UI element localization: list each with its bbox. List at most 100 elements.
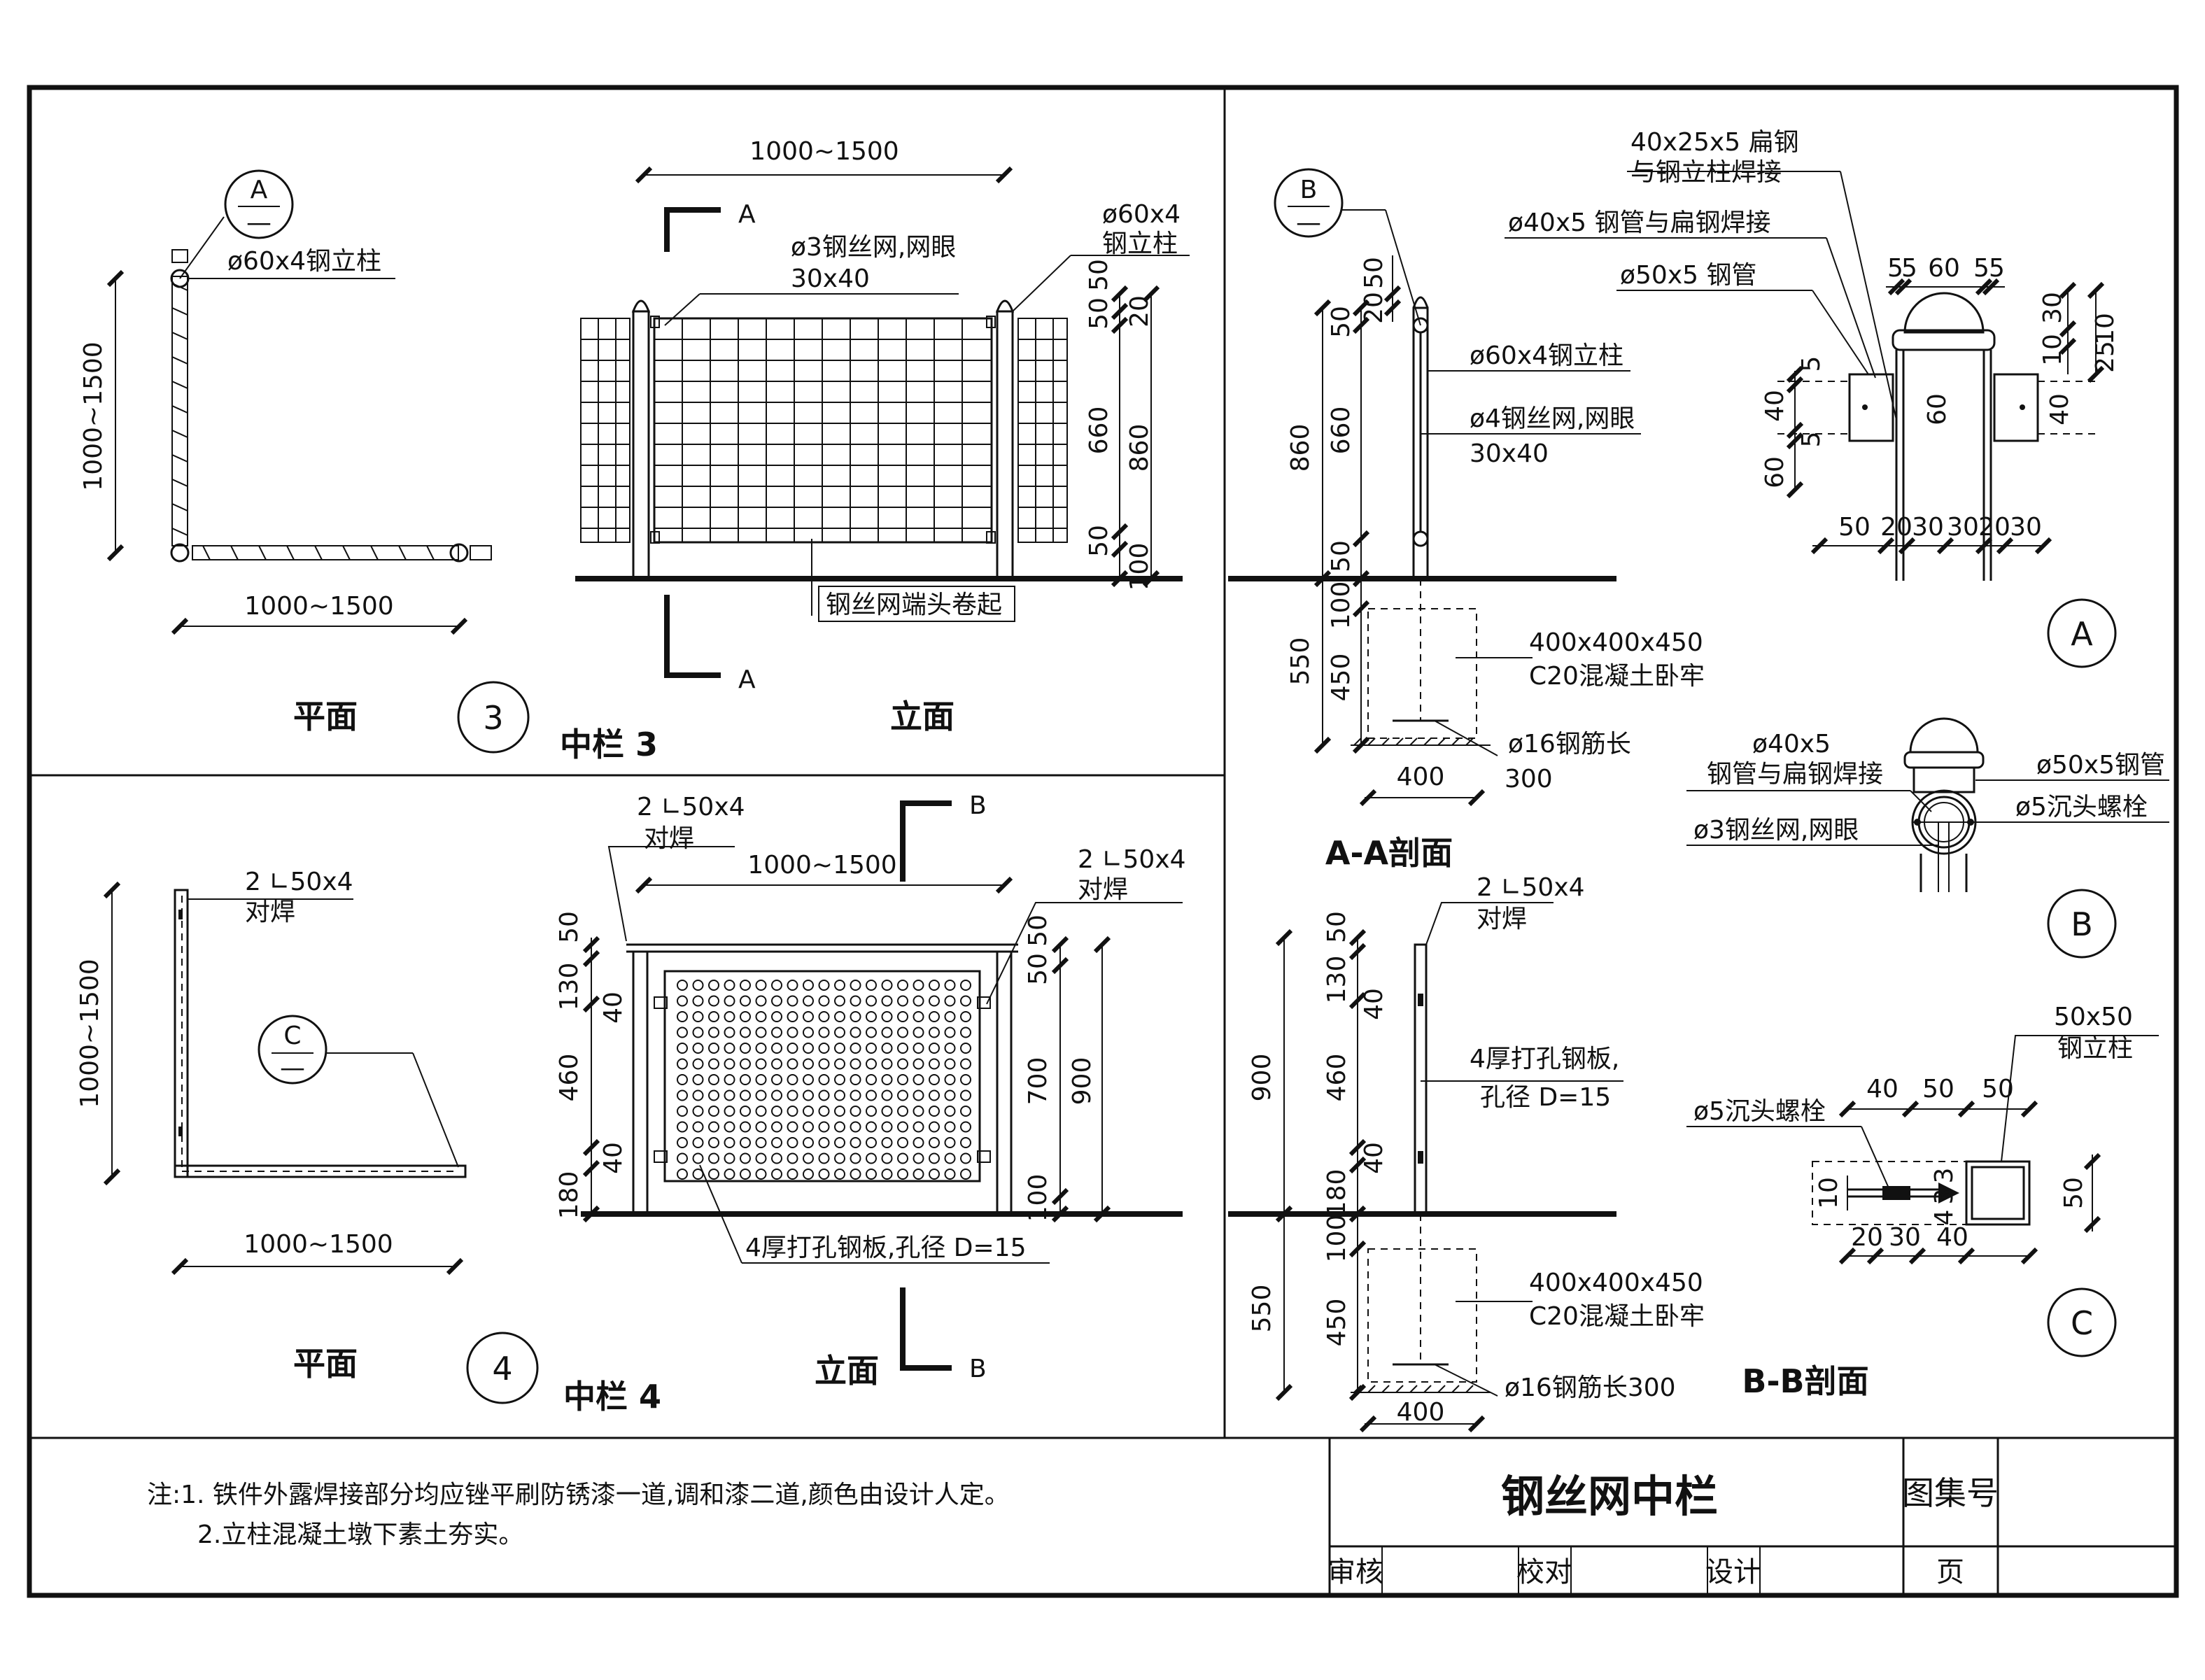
perforation-hole — [755, 1137, 767, 1148]
perforation-hole — [913, 1011, 924, 1022]
perforation-hole — [740, 1058, 751, 1070]
aa-post-label: ø60x4钢立柱 — [1470, 341, 1623, 370]
perforation-hole — [740, 1089, 751, 1101]
elev4-dim-r3: 900 — [1068, 1057, 1097, 1106]
panel4-symbol-circle — [466, 1332, 539, 1404]
aa-dim-l4: 100 — [1327, 581, 1355, 630]
panel3-symbol-circle — [457, 681, 530, 754]
perforation-hole — [897, 1043, 908, 1054]
elev4-dim-l1: 130 — [555, 963, 584, 1011]
perforation-hole — [771, 1043, 782, 1054]
perforation-hole — [708, 1058, 719, 1070]
aa-dim-top-0: 50 — [1360, 257, 1388, 289]
perforation-hole — [834, 1074, 845, 1085]
perforation-hole — [818, 1106, 830, 1117]
perforation-hole — [944, 1074, 956, 1085]
detail-a-dim-r1: 30 — [2038, 292, 2067, 324]
perforation-hole — [724, 1011, 735, 1022]
perforation-hole — [803, 1152, 814, 1164]
perforation-hole — [692, 1043, 704, 1054]
perforation-hole — [677, 1106, 688, 1117]
perforation-hole — [866, 1074, 877, 1085]
perforation-hole — [740, 1121, 751, 1133]
plan3-dim-horizontal: 1000~1500 — [244, 592, 393, 621]
elev3-end-note: 钢丝网端头卷起 — [826, 591, 1002, 619]
elev4-top-label-2: 对焊 — [644, 824, 694, 853]
perforation-hole — [724, 1121, 735, 1133]
svg-text:—: — — [280, 1054, 305, 1082]
elev4-dim-top: 1000~1500 — [747, 851, 896, 880]
detail-a-dim-r40: 40 — [2045, 393, 2074, 425]
plan4-dim-horizontal: 1000~1500 — [244, 1230, 393, 1259]
wire-mesh — [580, 318, 1068, 543]
elev3-dim-r0: 50 — [1085, 259, 1113, 291]
perforation-hole — [803, 1089, 814, 1101]
perforation-hole — [771, 1089, 782, 1101]
aa-mesh-label-1: ø4钢丝网,网眼 — [1470, 404, 1635, 433]
perforation-hole — [677, 1152, 688, 1164]
detail-a-dim-b2: 30 — [1912, 513, 1944, 542]
elev4-plate-label: 4厚打孔钢板,孔径 D=15 — [745, 1234, 1027, 1262]
detail-a-dim-b4: 20 — [1978, 513, 2010, 542]
detail-c-dim-t0: 40 — [1866, 1075, 1898, 1103]
detail-c-post-label-1: 50x50 — [2054, 1003, 2133, 1031]
elev4-section-letter-bottom: B — [969, 1355, 987, 1383]
perforation-hole — [913, 995, 924, 1007]
bb-title: B-B剖面 — [1742, 1362, 1868, 1400]
perforation-hole — [913, 1026, 924, 1038]
perforation-hole — [834, 1043, 845, 1054]
perforation-hole — [960, 1121, 971, 1133]
aa-footing-label-2: C20混凝土卧牢 — [1529, 662, 1705, 691]
perforation-hole — [740, 1137, 751, 1148]
svg-text:—: — — [1296, 209, 1321, 237]
elev4-dim-r0: 50 — [1024, 915, 1052, 947]
aa-dim-bottom: 400 — [1397, 763, 1445, 791]
perforation-hole — [740, 1106, 751, 1117]
detail-b-mesh-label: ø3钢丝网,网眼 — [1693, 816, 1859, 845]
panel4-symbol-number: 4 — [492, 1350, 512, 1388]
perforation-hole — [803, 1011, 814, 1022]
perforation-hole — [724, 980, 735, 991]
perforation-hole — [708, 1169, 719, 1180]
perforation-hole — [677, 995, 688, 1007]
aa-dim-l5: 550 — [1286, 637, 1315, 686]
perforation-hole — [944, 1026, 956, 1038]
perforation-hole — [708, 1011, 719, 1022]
perforation-hole — [708, 995, 719, 1007]
detail-a-dim-mid: 60 — [1923, 393, 1952, 425]
check-label: 校对 — [1516, 1556, 1572, 1588]
perforation-hole — [881, 1011, 893, 1022]
detail-c: ø5沉头螺栓 50x50 钢立柱 40 50 50 3 3 4 10 20 30… — [1686, 1003, 2159, 1357]
perforation-hole — [692, 1106, 704, 1117]
elev4-dim-r1: 50 — [1024, 953, 1052, 985]
perforation-hole — [677, 1121, 688, 1133]
perforation-hole — [913, 1074, 924, 1085]
detail-a-dim-t1: 5 — [1901, 254, 1917, 283]
perforation-hole — [850, 1152, 861, 1164]
perforation-hole — [944, 1169, 956, 1180]
detail-a-dim-t2: 60 — [1928, 254, 1960, 283]
perforation-hole — [677, 1043, 688, 1054]
detail-a-flat-label-2: 与钢立柱焊接 — [1630, 158, 1782, 187]
panel3-elevation: 1000~1500 A A ø3钢丝网,网眼 30x40 ø60x4 钢立柱 — [575, 137, 1190, 735]
perforation-hole — [740, 1169, 751, 1180]
perforation-hole — [724, 1106, 735, 1117]
perforation-hole — [834, 1058, 845, 1070]
perforation-hole — [944, 1043, 956, 1054]
perforation-hole — [960, 1089, 971, 1101]
plan4-angle-label-1: 2 ∟50x4 — [245, 868, 353, 896]
perforation-hole — [740, 995, 751, 1007]
perforation-hole — [771, 1011, 782, 1022]
perforation-hole — [818, 1074, 830, 1085]
perforation-hole — [881, 1074, 893, 1085]
perforation-hole — [692, 1121, 704, 1133]
detail-b: ø40x5 钢管与扁钢焊接 ø50x5钢管 ø5沉头螺栓 ø3钢丝网,网眼 B — [1686, 717, 2169, 959]
plan4-dim-vertical: 1000~1500 — [76, 959, 104, 1108]
detail-bubble-b — [1274, 168, 1344, 238]
perforation-hole — [692, 1058, 704, 1070]
perforation-hole — [897, 1152, 908, 1164]
perforation-hole — [708, 1074, 719, 1085]
perforation-hole — [818, 995, 830, 1007]
plan4-view-title: 平面 — [293, 1345, 358, 1383]
perforation-hole — [866, 995, 877, 1007]
